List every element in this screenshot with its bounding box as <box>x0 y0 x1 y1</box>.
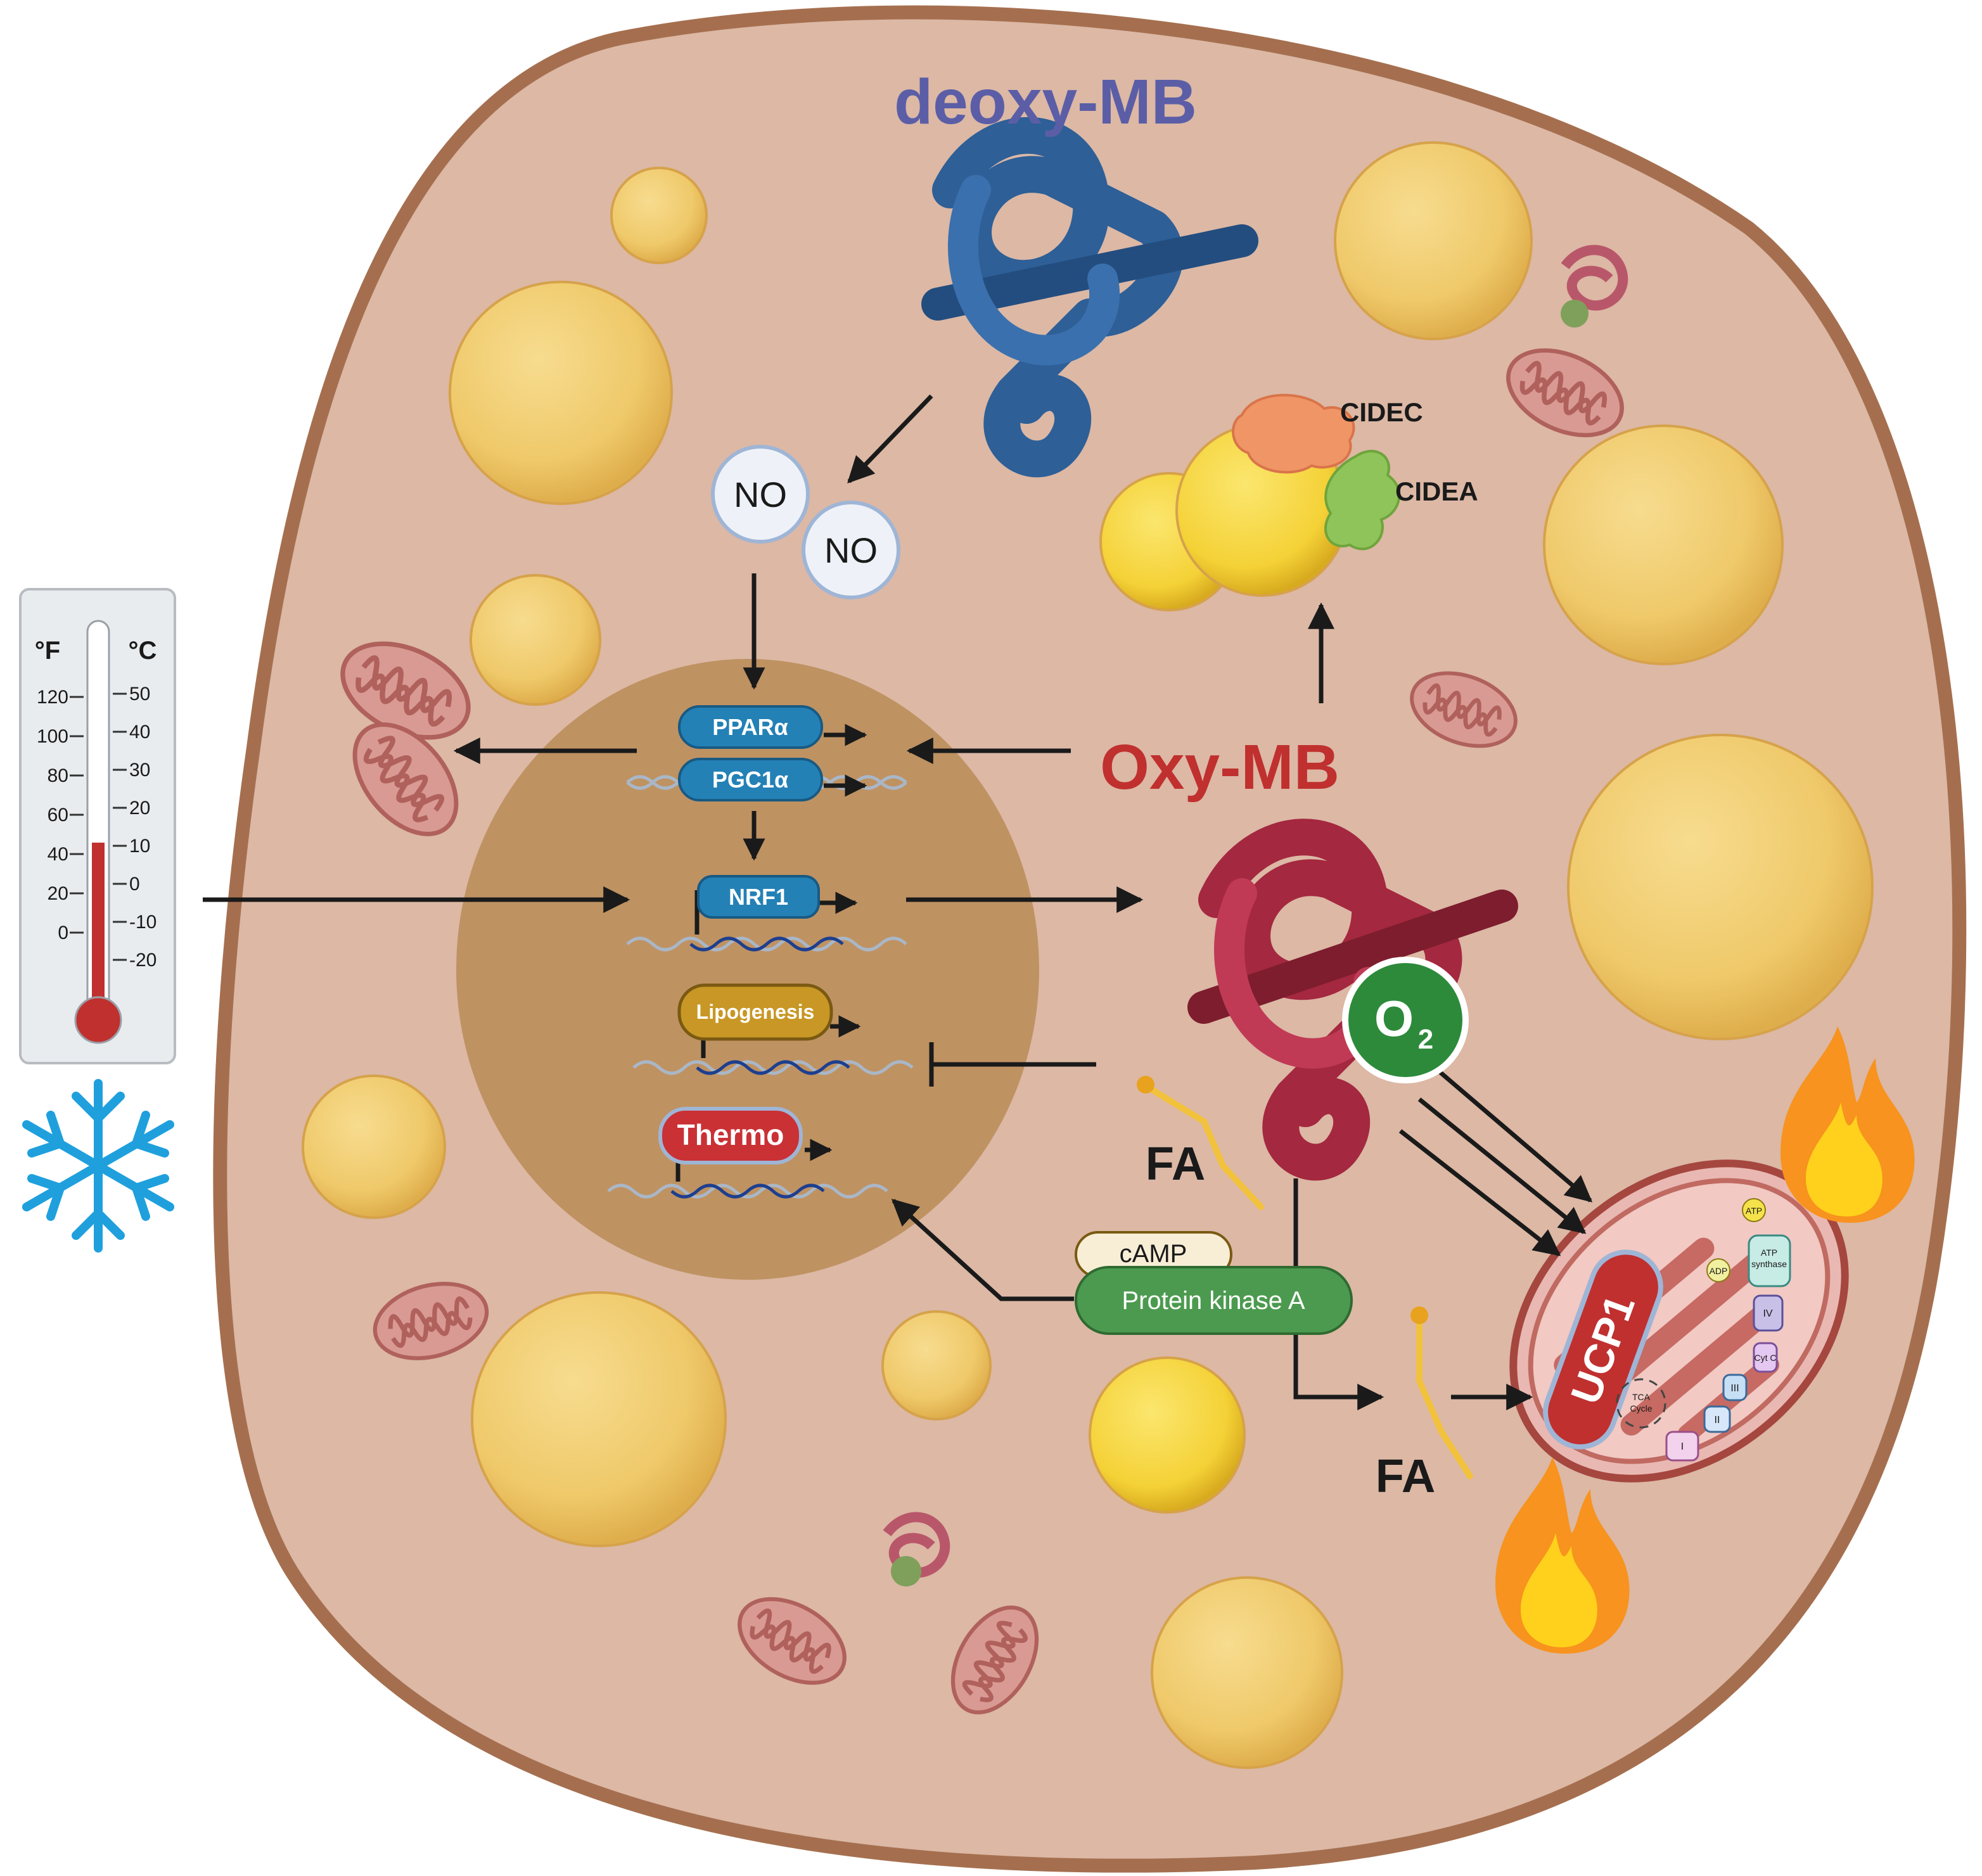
ppara-pill <box>678 705 823 749</box>
thermometer-icon <box>19 588 176 1064</box>
c-tick: 20 <box>129 798 150 819</box>
c-tick: 40 <box>129 722 150 743</box>
nrf1-label: NRF1 <box>729 884 788 910</box>
atp-synthase-label: ATP <box>1761 1247 1777 1258</box>
fahrenheit-ticks: 120 100 80 60 40 20 0 <box>37 687 68 943</box>
o2-subscript: 2 <box>1418 1024 1433 1055</box>
fahrenheit-unit: °F <box>35 637 60 665</box>
adp-label: ADP <box>1710 1266 1728 1276</box>
ppara-label: PPARα <box>712 714 788 740</box>
tca-label: TCA <box>1632 1392 1651 1402</box>
snowflake-icon <box>22 1079 174 1253</box>
cytc-label: Cyt C <box>1755 1353 1777 1363</box>
tca-label: Cycle <box>1630 1403 1652 1413</box>
complex-iii-label: III <box>1730 1383 1739 1394</box>
o2-molecule <box>1342 957 1469 1083</box>
pgc1a-label: PGC1α <box>712 767 788 793</box>
nrf1-pill <box>697 875 820 919</box>
no-molecule <box>802 501 900 599</box>
thermo-pill <box>658 1107 803 1165</box>
dna-strands <box>607 775 914 1199</box>
c-tick: 50 <box>129 684 150 705</box>
fa-label: FA <box>1376 1450 1436 1502</box>
flame-icon <box>1781 1026 1915 1223</box>
lipogenesis-label: Lipogenesis <box>696 1000 815 1023</box>
fa-label: FA <box>1146 1137 1206 1190</box>
cidea-label: CIDEA <box>1395 476 1478 506</box>
deoxy-mb-title: deoxy-MB <box>894 67 1197 137</box>
c-tick: 30 <box>129 760 150 781</box>
f-tick: 100 <box>37 726 68 747</box>
cidea-cidec-droplet <box>1175 393 1400 597</box>
lipid-droplets <box>302 141 1874 1769</box>
cidec-label: CIDEC <box>1340 397 1423 427</box>
complex-ii-label: II <box>1715 1415 1720 1426</box>
f-tick: 120 <box>37 687 68 708</box>
f-tick: 40 <box>48 844 68 865</box>
no-molecule <box>711 445 810 544</box>
c-tick: -20 <box>129 950 157 971</box>
c-tick: 0 <box>129 874 140 895</box>
lipogenesis-pill <box>677 983 833 1041</box>
complex-i-label: I <box>1681 1441 1684 1452</box>
c-tick: -10 <box>129 912 157 933</box>
complex-iv-label: IV <box>1763 1308 1772 1319</box>
pka-pill <box>1075 1266 1353 1335</box>
celsius-ticks: 50 40 30 20 10 0 -10 -20 <box>129 684 157 971</box>
deoxy-mb-protein <box>921 117 1258 478</box>
atp-label: ATP <box>1746 1206 1762 1216</box>
pathway-arrows <box>203 394 1593 1410</box>
f-tick: 60 <box>48 805 68 826</box>
f-tick: 80 <box>48 765 68 786</box>
thermo-label: Thermo <box>677 1118 784 1151</box>
c-tick: 10 <box>129 836 150 857</box>
no-label: NO <box>734 475 787 514</box>
camp-label: cAMP <box>1120 1240 1187 1268</box>
no-label: NO <box>824 530 878 570</box>
fatty-acid-molecule <box>1410 1306 1473 1479</box>
f-tick: 20 <box>48 883 68 904</box>
nucleus <box>456 659 1039 1280</box>
f-tick: 0 <box>58 922 68 943</box>
ucp1-pill <box>1543 1249 1663 1450</box>
celsius-unit: °C <box>129 637 157 665</box>
oxy-mb-title: Oxy-MB <box>1100 732 1339 803</box>
pgc1a-pill <box>678 758 823 801</box>
pka-label: Protein kinase A <box>1122 1287 1305 1315</box>
electron-transport-chain <box>1616 1198 1791 1462</box>
atp-synthase-label: synthase <box>1751 1259 1787 1269</box>
small-myoglobin-decor <box>883 245 1628 1586</box>
flame-icon <box>1495 1457 1630 1654</box>
o2-label: O <box>1374 990 1414 1047</box>
fatty-acid-molecule <box>1137 1076 1264 1210</box>
